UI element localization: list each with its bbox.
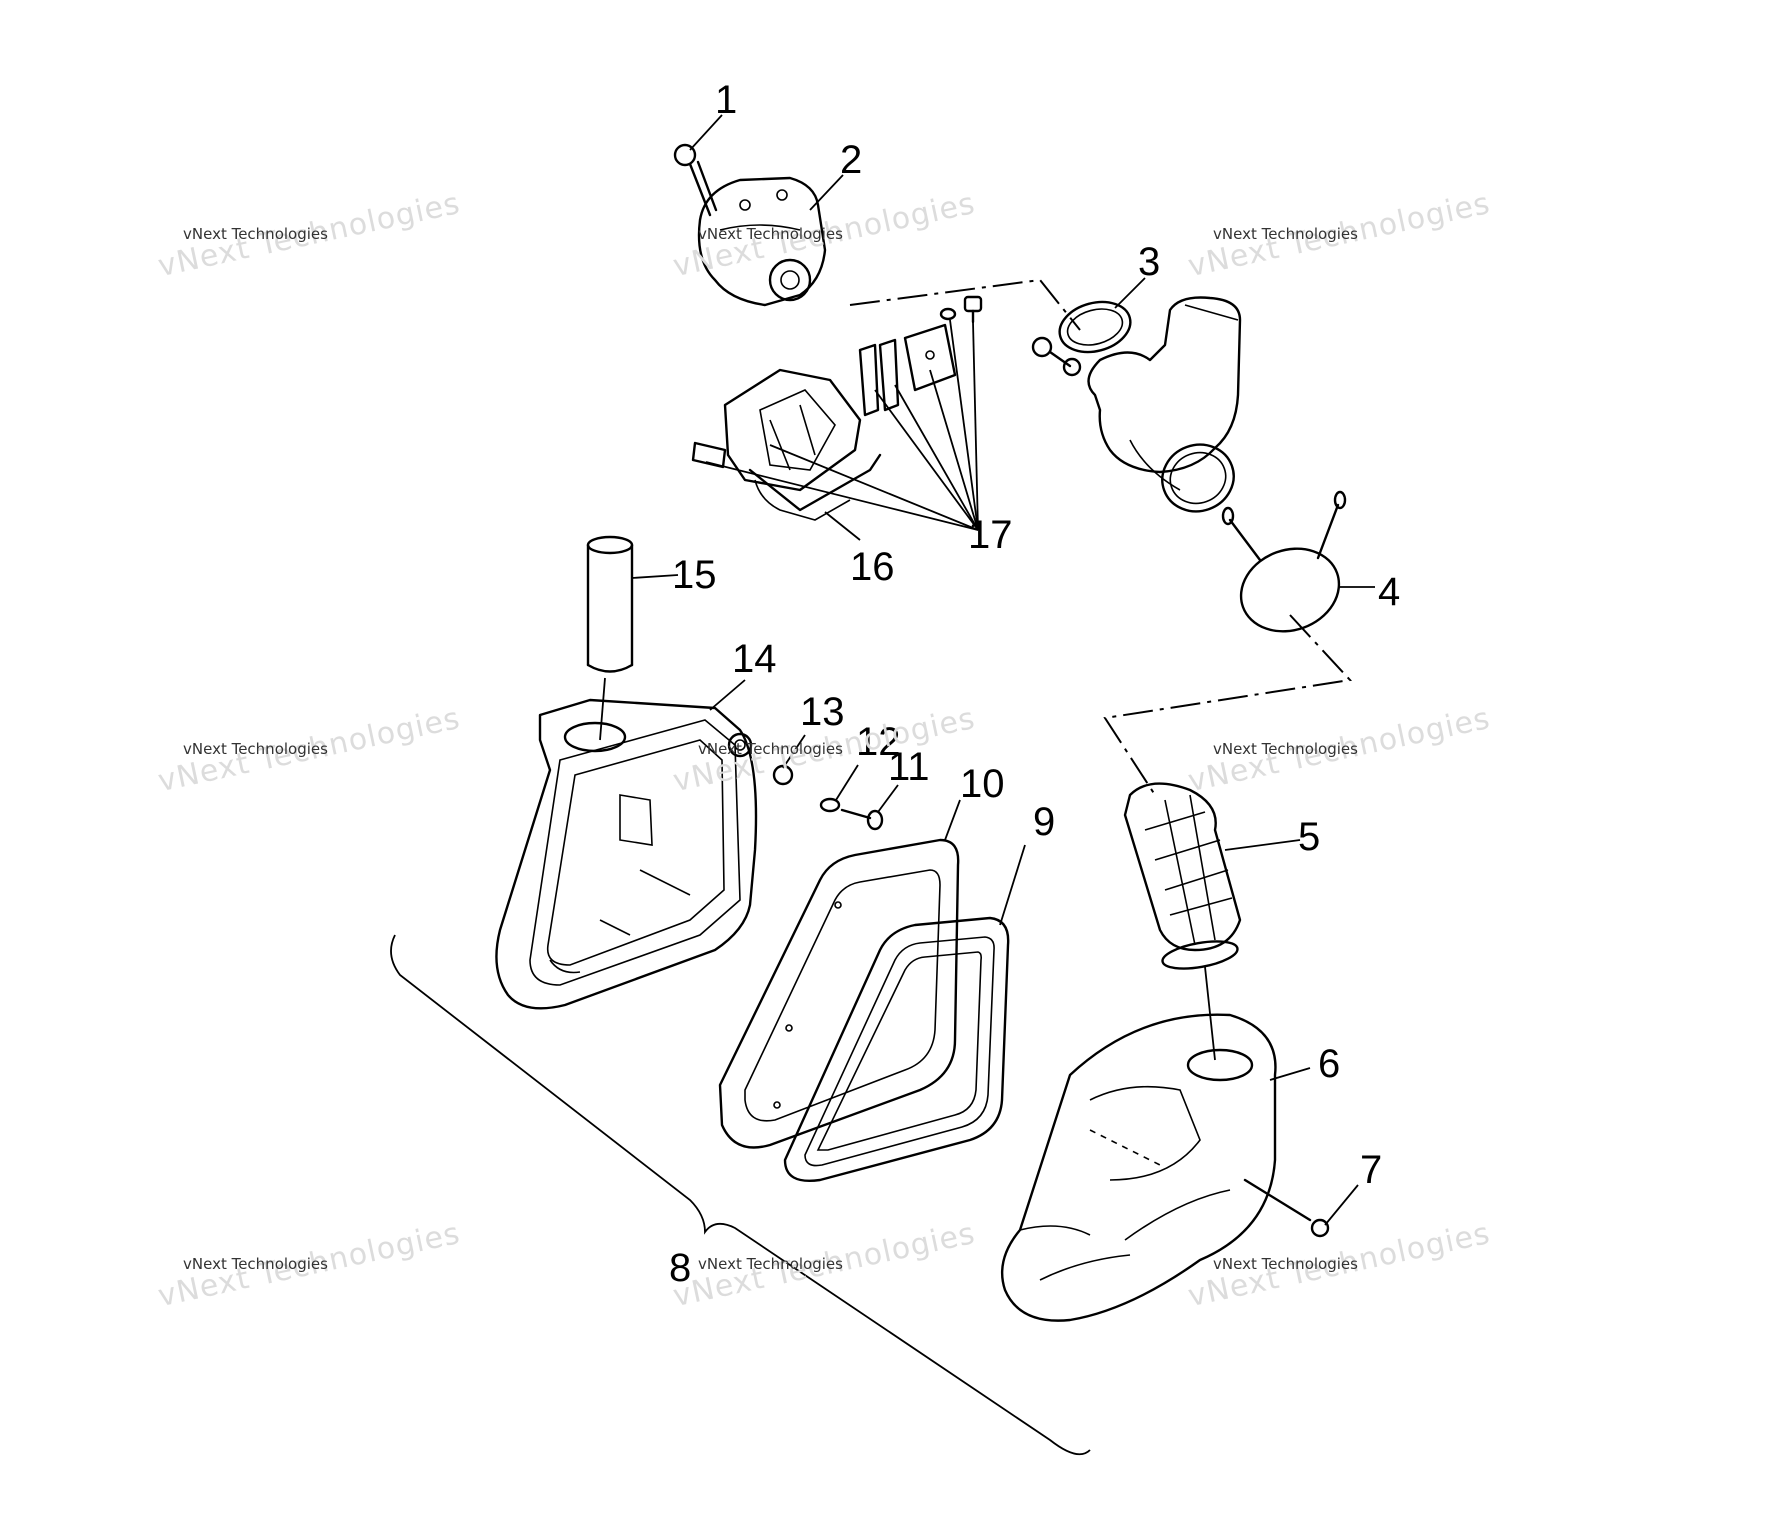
callout-9: 9 [1033, 800, 1055, 844]
clamp-part-3 [1031, 300, 1132, 377]
callout-11: 11 [888, 745, 930, 789]
intake-elbow [1087, 296, 1242, 513]
callout-15: 15 [672, 553, 717, 597]
screw-part-7 [1243, 1178, 1330, 1238]
clip-part-4 [1221, 490, 1347, 633]
leader-lines-17 [705, 319, 979, 531]
callout-16: 16 [850, 545, 895, 589]
pump-part-2 [697, 176, 827, 307]
filter-element-part-9 [783, 916, 1010, 1182]
leader-1 [689, 114, 723, 151]
callout-5: 5 [1298, 815, 1320, 859]
callout-8: 8 [669, 1246, 691, 1290]
leader-10 [944, 799, 961, 841]
callout-1: 1 [715, 78, 737, 122]
leader-5-to-6 [1204, 966, 1216, 1061]
leader-12 [835, 764, 859, 801]
reed-valve-assembly [691, 295, 983, 521]
filter-frame-part-10 [718, 838, 960, 1149]
fastener-part-13 [727, 732, 794, 786]
airbox-lower-part-6 [1001, 1013, 1277, 1322]
bolt-part-1 [673, 143, 718, 217]
callout-17: 17 [968, 513, 1013, 557]
callout-7: 7 [1360, 1148, 1382, 1192]
leader-6 [1269, 1067, 1311, 1081]
screw-part-11 [840, 808, 884, 831]
callout-12: 12 [856, 720, 901, 764]
leader-2 [809, 174, 844, 211]
assembly-line-lower [1103, 614, 1353, 796]
callout-6: 6 [1318, 1042, 1340, 1086]
leader-14 [709, 679, 746, 711]
tube-part-15 [586, 535, 634, 673]
leader-15-to-14 [599, 677, 606, 741]
washer-part-12 [819, 797, 841, 813]
leader-16 [824, 511, 861, 541]
boot-part-5 [1123, 782, 1242, 970]
callout-3: 3 [1138, 240, 1160, 284]
airbox-upper-part-14 [495, 698, 758, 1010]
leader-13 [782, 734, 806, 769]
assembly-line-upper [849, 278, 1081, 331]
callout-4: 4 [1378, 570, 1400, 614]
leader-9 [999, 844, 1026, 926]
callout-14: 14 [732, 637, 777, 681]
leader-11 [877, 784, 899, 813]
callout-13: 13 [800, 690, 845, 734]
callout-10: 10 [960, 762, 1005, 806]
leader-5 [1224, 839, 1301, 851]
callout-2: 2 [840, 138, 862, 182]
brace-part-8 [390, 934, 1091, 1456]
leader-15 [631, 574, 679, 579]
leader-3 [1114, 277, 1146, 309]
leader-7 [1324, 1184, 1359, 1226]
